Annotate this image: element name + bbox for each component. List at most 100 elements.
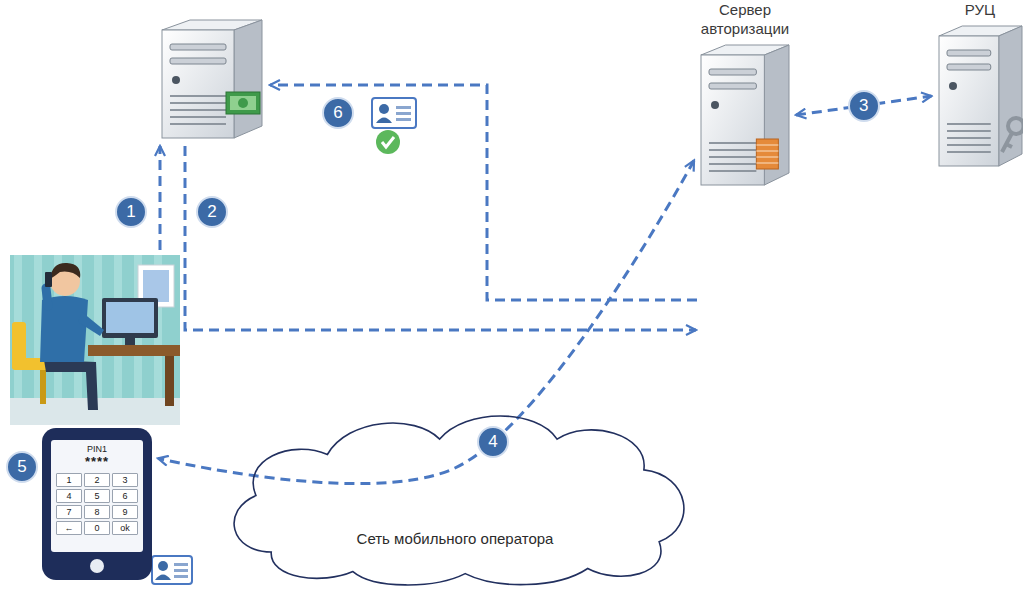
authorization-server: Сервер авторизации <box>680 0 810 186</box>
vent-line <box>709 142 756 144</box>
vent-line <box>947 144 991 146</box>
keypad-key: 0 <box>84 521 110 535</box>
vent-line <box>709 149 756 151</box>
pin-display: **** <box>56 455 138 469</box>
keypad-key: 6 <box>112 489 138 503</box>
check-mark <box>376 130 400 154</box>
drive-slot <box>947 50 991 56</box>
id-card-icon <box>396 112 411 115</box>
id-card-icon <box>372 98 416 128</box>
keypad-key: 1 <box>56 473 82 487</box>
person-at-computer <box>102 298 158 338</box>
vent-line <box>947 130 991 132</box>
id-card-icon <box>379 104 389 114</box>
keypad-key: 7 <box>56 505 82 519</box>
phone-screen: PIN1****123456789←0ok <box>51 440 143 552</box>
firewall-badge <box>756 163 778 164</box>
id-card-icon <box>396 106 411 109</box>
id-card-icon <box>152 556 192 584</box>
person-at-computer <box>10 255 180 425</box>
drive-slot <box>170 58 226 64</box>
money-badge <box>230 96 256 110</box>
server-front <box>162 30 234 138</box>
arrow-1 <box>159 146 162 250</box>
person-at-computer <box>106 302 154 333</box>
server-label: Сервер авторизации <box>680 0 810 44</box>
drive-slot <box>170 44 226 50</box>
home-button <box>90 559 104 573</box>
firewall-badge <box>756 157 778 158</box>
power-button <box>949 82 957 90</box>
keypad-key: ok <box>112 521 138 535</box>
person-at-computer <box>40 370 46 404</box>
check-mark <box>382 137 394 147</box>
cloud-outline <box>234 416 684 585</box>
server-side <box>998 26 1021 166</box>
callout-number: 4 <box>477 426 509 458</box>
certificate-authority-server: РУЦ <box>928 0 1032 167</box>
keypad-key: 2 <box>84 473 110 487</box>
callout-number: 1 <box>115 196 147 228</box>
server-icon <box>700 44 790 186</box>
money-badge <box>238 98 248 108</box>
dashed-connector <box>158 160 694 483</box>
person-at-computer <box>46 288 48 306</box>
keypad: 123 456 789 ←0ok <box>56 473 138 535</box>
firewall-badge <box>756 145 778 146</box>
person-at-computer <box>125 338 135 346</box>
id-card-icon <box>174 563 188 566</box>
service-server <box>162 20 262 138</box>
network-label: Сеть мобильного оператора <box>210 530 700 547</box>
id-card-icon <box>174 569 188 572</box>
drive-slot <box>947 64 991 70</box>
keypad-key: 3 <box>112 473 138 487</box>
server-front <box>701 55 764 185</box>
person-at-computer <box>78 312 104 336</box>
person-at-computer <box>45 272 52 287</box>
drive-slot <box>709 83 756 89</box>
server-icon <box>938 25 1023 167</box>
drive-slot <box>709 69 756 75</box>
check-mark <box>376 130 400 154</box>
vent-line <box>947 123 991 125</box>
id-card-icon <box>155 575 171 581</box>
keypad-key: 5 <box>84 489 110 503</box>
vent-line <box>170 109 226 111</box>
arrow-2 <box>185 146 696 330</box>
vent-line <box>170 116 226 118</box>
vent-line <box>170 95 226 97</box>
vent-line <box>709 163 756 165</box>
person-at-computer <box>44 360 98 410</box>
power-button <box>172 76 180 84</box>
callout-number: 2 <box>196 196 228 228</box>
keypad-key: 8 <box>84 505 110 519</box>
person-at-computer <box>50 263 80 279</box>
vent-line <box>947 151 991 153</box>
keypad-key: ← <box>56 521 82 535</box>
operator-network-cloud: Сеть мобильного оператора <box>210 398 700 588</box>
id-card-icon <box>376 118 392 124</box>
person-at-computer <box>165 356 174 406</box>
id-card-icon <box>158 561 168 571</box>
vent-line <box>709 170 756 172</box>
power-button <box>711 101 719 109</box>
keypad-key: 9 <box>112 505 138 519</box>
callout-number: 5 <box>6 451 38 483</box>
cloud-outline <box>210 398 700 588</box>
key-badge <box>1002 133 1012 152</box>
callout-number: 6 <box>322 97 354 129</box>
vent-line <box>170 102 226 104</box>
person-at-computer <box>88 345 180 356</box>
server-side <box>234 20 262 138</box>
id-card-icon <box>152 556 192 584</box>
callout-number: 3 <box>848 90 880 122</box>
keypad-key: 4 <box>56 489 82 503</box>
request-arrows <box>160 85 697 330</box>
vent-line <box>947 137 991 139</box>
cloud-text-holder: Сеть мобильного оператора <box>210 530 700 547</box>
money-badge <box>226 92 260 114</box>
id-card-icon <box>396 118 411 121</box>
server-label: РУЦ <box>928 0 1032 25</box>
server-front <box>939 36 999 166</box>
